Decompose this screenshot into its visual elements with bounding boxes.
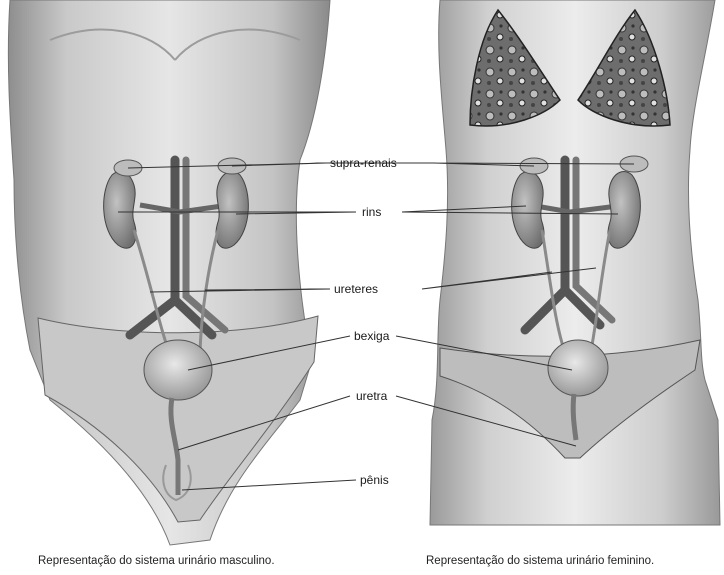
label-ureters: ureteres — [334, 282, 378, 296]
female-bladder — [548, 340, 608, 396]
label-penis: pênis — [360, 473, 389, 487]
male-figure — [8, 0, 330, 545]
female-urethra — [573, 394, 576, 440]
caption-male: Representação do sistema urinário mascul… — [38, 555, 275, 567]
label-kidneys: rins — [362, 205, 381, 219]
labels: supra-renais rins ureteres bexiga uretra… — [330, 156, 397, 487]
caption-female: Representação do sistema urinário femini… — [426, 555, 654, 567]
label-adrenals: supra-renais — [330, 156, 397, 170]
label-urethra: uretra — [356, 389, 388, 403]
female-figure — [430, 0, 720, 525]
label-bladder: bexiga — [354, 329, 390, 343]
male-bladder — [144, 340, 212, 400]
